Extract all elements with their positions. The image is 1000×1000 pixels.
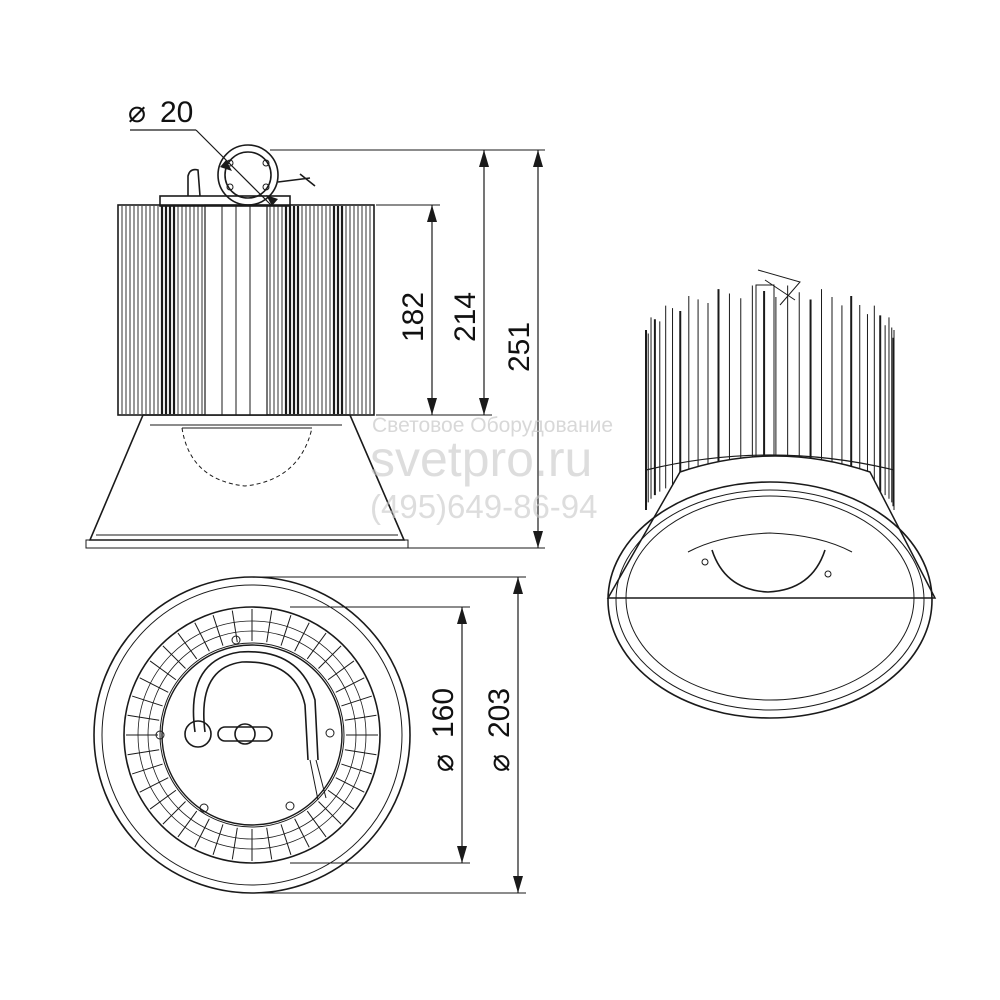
- fin-radial: [132, 695, 163, 707]
- fin-radial: [177, 632, 198, 660]
- dim-outer-diameter-symbol: ⌀: [483, 754, 516, 772]
- fin-cells: [126, 609, 378, 861]
- dim-inner-diameter-symbol: ⌀: [427, 754, 460, 772]
- perspective-fin-base: [645, 454, 895, 471]
- fin-radial: [344, 749, 377, 756]
- fin-radial: [127, 714, 160, 721]
- hook-clip: [277, 173, 316, 187]
- fin-radial: [139, 677, 169, 693]
- fin-radial: [162, 801, 186, 825]
- cable-inner: [203, 661, 309, 761]
- reflector-rim: [85, 539, 409, 549]
- wires: [309, 759, 327, 801]
- fin-radial: [280, 824, 292, 855]
- fin-radial: [162, 645, 186, 669]
- fin-ring: [137, 620, 367, 850]
- outer-rim-inner: [101, 584, 403, 886]
- perspective-fins: [645, 285, 895, 510]
- fin-radial: [344, 714, 377, 721]
- fin-radial: [280, 615, 292, 646]
- reflector: [88, 414, 406, 541]
- fin-radial: [335, 777, 365, 793]
- hook-ring-inner: [224, 151, 272, 199]
- fin-radial: [306, 810, 327, 838]
- fin-radial: [132, 763, 163, 775]
- fin-radial: [306, 632, 327, 660]
- dim-hook-diameter-symbol: ⌀: [128, 96, 146, 129]
- screw: [199, 803, 209, 813]
- fin-radial: [327, 789, 355, 810]
- heatsink-ring-outer: [123, 606, 381, 864]
- fin-radial: [127, 749, 160, 756]
- fin-radial: [149, 660, 177, 681]
- fin-radial: [335, 677, 365, 693]
- perspective-rim-inner2: [625, 495, 915, 701]
- fin-radial: [294, 622, 310, 652]
- fin-radial: [294, 818, 310, 848]
- lens-dome: [181, 427, 313, 487]
- fin-radial: [177, 810, 198, 838]
- fin-radial: [318, 645, 342, 669]
- watermark-line3: (495)649-86-94: [370, 488, 598, 525]
- perspective-lens: [711, 549, 826, 593]
- center-bracket: [217, 726, 273, 742]
- fin-radial: [341, 763, 372, 775]
- outer-rim: [93, 576, 411, 894]
- fin-radial: [194, 818, 210, 848]
- center-bolt: [234, 723, 256, 745]
- fin-radial: [327, 660, 355, 681]
- heatsink-ring-inner: [159, 642, 345, 828]
- fin-ring: [147, 630, 357, 840]
- screw: [155, 730, 165, 740]
- fin-radial: [231, 827, 238, 860]
- dim-outer-diameter: 203: [483, 688, 516, 738]
- fin-radial: [341, 695, 372, 707]
- dim-total-height: 251: [503, 322, 536, 372]
- perspective-rim-inner: [615, 489, 925, 711]
- watermark: Световое Оборудование svetpro.ru (495)64…: [370, 414, 613, 525]
- perspective-hook: [757, 269, 801, 306]
- fin-radial: [139, 777, 169, 793]
- dim-inner-diameter: 160: [427, 688, 460, 738]
- fin-radial: [231, 610, 238, 643]
- screw: [285, 801, 295, 811]
- side-view: [85, 144, 409, 549]
- perspective-view: [606, 269, 937, 719]
- fin-radial: [149, 789, 177, 810]
- screw: [325, 728, 335, 738]
- mount-post: [187, 168, 201, 197]
- fin-radial: [194, 622, 210, 652]
- watermark-line2: svetpro.ru: [370, 431, 592, 487]
- perspective-rim-outer: [607, 481, 933, 719]
- led-plate: [161, 644, 343, 826]
- dim-heatsink-height: 182: [397, 292, 430, 342]
- bottom-dimensions: ⌀ 160 ⌀ 203: [256, 576, 526, 894]
- hook-ring: [217, 144, 279, 206]
- side-dimensions: ⌀ 20 182 214 251: [128, 96, 545, 549]
- fin-radial: [266, 610, 273, 643]
- fin-radial: [266, 827, 273, 860]
- perspective-lens-top: [687, 532, 853, 553]
- cable-gland: [184, 720, 212, 748]
- fin-radial: [318, 801, 342, 825]
- bottom-view: [93, 576, 411, 894]
- perspective-reflector: [606, 455, 937, 599]
- cable: [192, 650, 319, 761]
- dim-hook-diameter: 20: [160, 96, 193, 129]
- fin-radial: [212, 824, 224, 855]
- dim-body-height: 214: [449, 292, 482, 342]
- screw: [231, 635, 241, 645]
- watermark-line1: Световое Оборудование: [372, 414, 613, 437]
- mount-bracket: [159, 195, 291, 207]
- fin-radial: [212, 615, 224, 646]
